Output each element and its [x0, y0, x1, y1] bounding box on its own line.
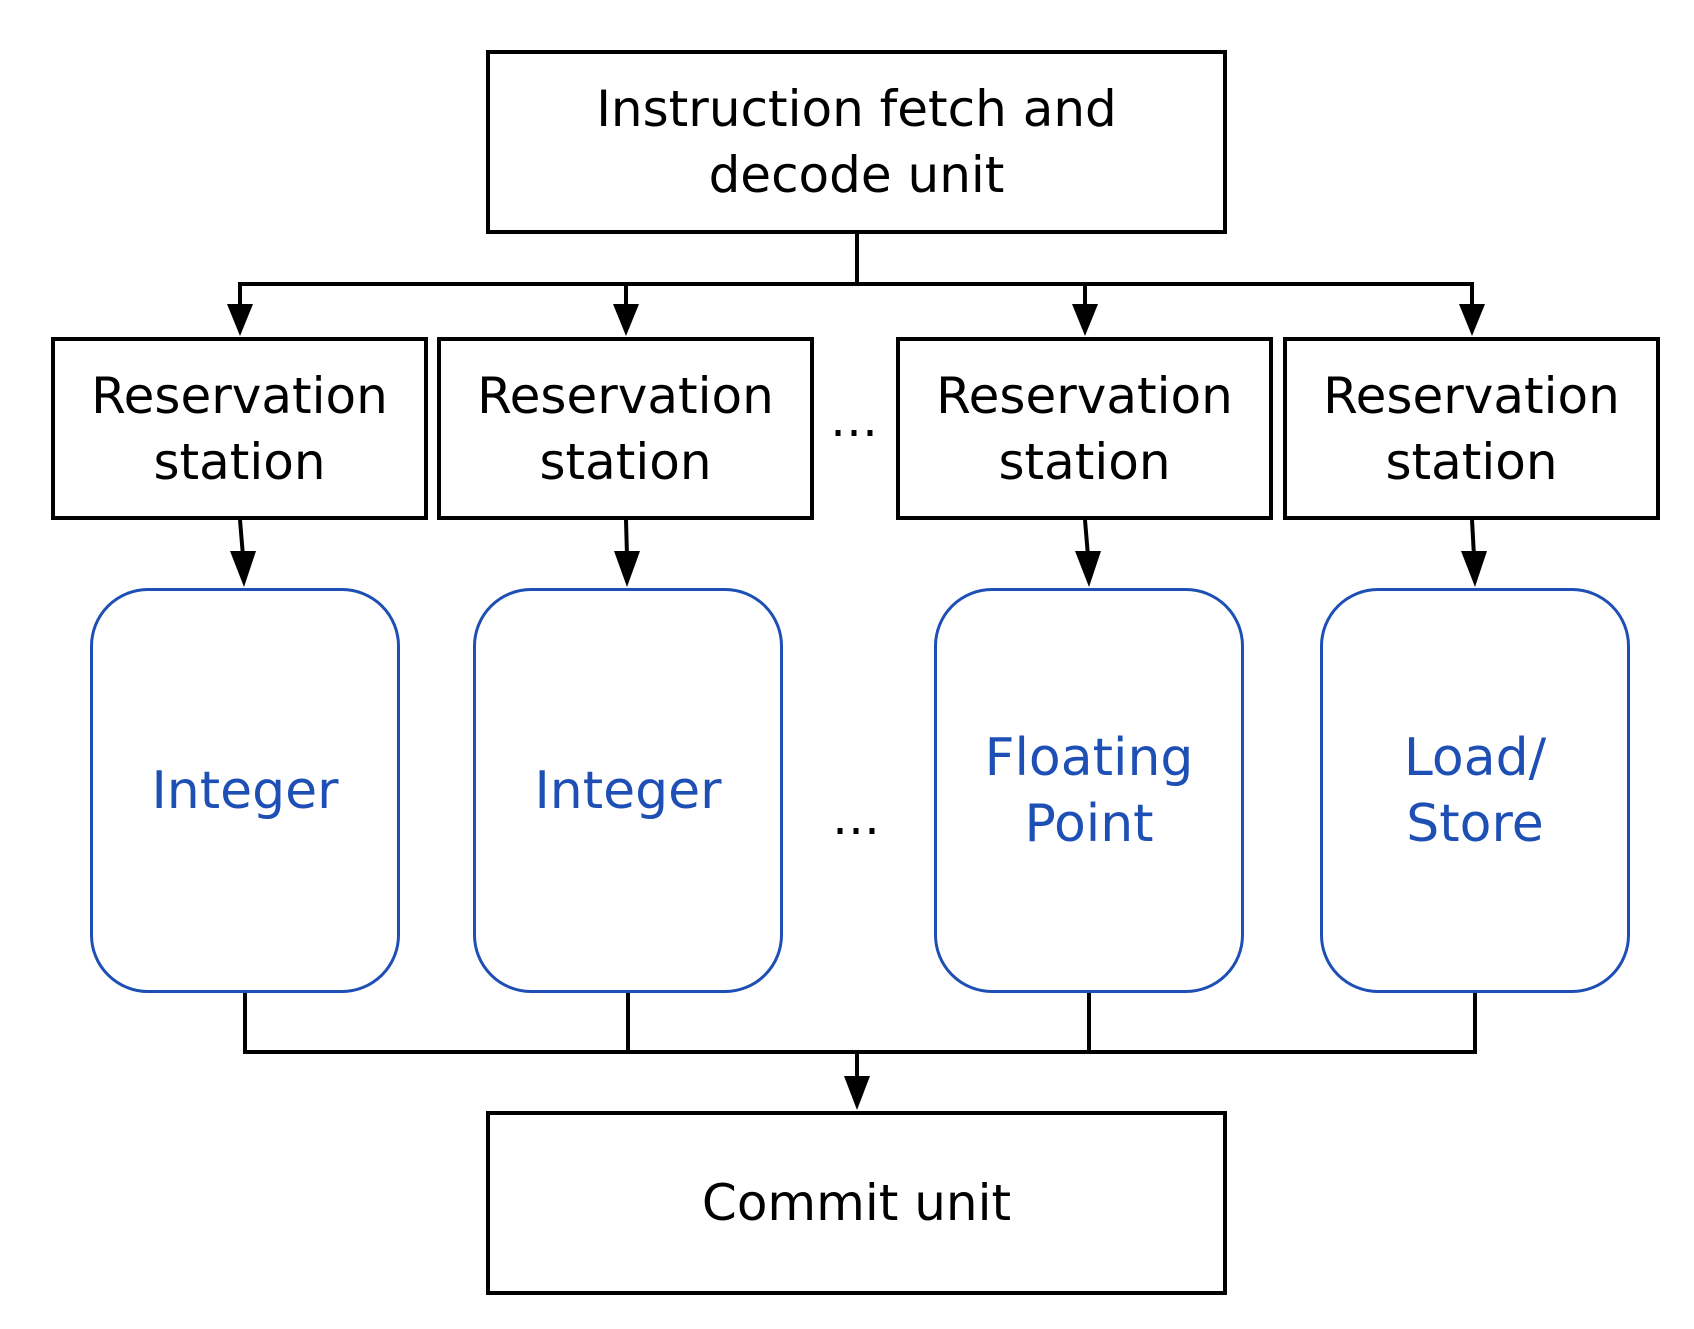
bus-to-rs-4-arrowhead	[1459, 304, 1485, 336]
fetch-unit-label-line-2: decode unit	[708, 146, 1005, 204]
functional-unit-2-label-line-1: Integer	[534, 760, 722, 821]
functional-unit-load-store: Load/ Store	[1320, 588, 1630, 993]
functional-unit-3-label-line-1: Floating	[984, 727, 1194, 788]
bus-to-rs-2-arrowhead	[613, 304, 639, 336]
rs-3-to-fu-3-line	[1083, 519, 1090, 557]
reservation-station-3-label-line-1: Reservation	[936, 366, 1233, 425]
reservation-station-1-label-line-2: station	[153, 432, 326, 491]
functional-unit-1-label-line-1: Integer	[151, 760, 339, 821]
bus-to-rs-3-arrowhead	[1072, 304, 1098, 336]
functional-unit-integer-1: Integer	[90, 588, 400, 993]
functional-unit-floating-point: Floating Point	[934, 588, 1244, 993]
commit-unit-label-line-1: Commit unit	[701, 1174, 1012, 1232]
fetch-unit-label-line-1: Instruction fetch and	[596, 80, 1117, 138]
instruction-fetch-decode-unit: Instruction fetch and decode unit	[486, 50, 1227, 234]
rs-2-to-fu-2-line	[624, 519, 629, 557]
reservation-station-4-label: Reservation station	[1323, 363, 1620, 495]
rs-4-to-fu-4-arrowhead	[1461, 551, 1487, 587]
reservation-station-3-label: Reservation station	[936, 363, 1233, 495]
rs-1-to-fu-1-arrowhead	[230, 551, 256, 587]
functional-unit-3-label-line-2: Point	[1024, 793, 1154, 854]
reservation-station-ellipsis: …	[830, 392, 880, 448]
reservation-station-2-label-line-1: Reservation	[477, 366, 774, 425]
functional-unit-4-label-line-2: Store	[1406, 793, 1544, 854]
reservation-station-3: Reservation station	[896, 337, 1273, 520]
commit-unit: Commit unit	[486, 1111, 1227, 1295]
reservation-station-1-label-line-1: Reservation	[91, 366, 388, 425]
functional-unit-4-label-line-1: Load/	[1403, 727, 1547, 788]
functional-unit-3-label: Floating Point	[985, 725, 1194, 857]
rs-1-to-fu-1-line	[238, 519, 245, 557]
functional-unit-integer-2: Integer	[473, 588, 783, 993]
reservation-station-4: Reservation station	[1283, 337, 1660, 520]
reservation-station-2-label-line-2: station	[539, 432, 712, 491]
reservation-station-4-label-line-2: station	[1385, 432, 1558, 491]
reservation-station-1: Reservation station	[51, 337, 428, 520]
reservation-station-2: Reservation station	[437, 337, 814, 520]
rs-2-to-fu-2-arrowhead	[614, 551, 640, 587]
functional-unit-2-label: Integer	[534, 758, 721, 824]
rs-3-to-fu-3-arrowhead	[1075, 551, 1101, 587]
commit-unit-label: Commit unit	[702, 1170, 1011, 1236]
fetch-unit-label: Instruction fetch and decode unit	[596, 76, 1117, 208]
rs-4-to-fu-4-line	[1470, 519, 1476, 557]
reservation-station-3-label-line-2: station	[998, 432, 1171, 491]
reservation-station-4-label-line-1: Reservation	[1323, 366, 1620, 425]
functional-unit-1-label: Integer	[151, 758, 338, 824]
functional-unit-ellipsis: …	[832, 790, 882, 846]
functional-unit-4-label: Load/ Store	[1404, 725, 1546, 857]
reservation-station-2-label: Reservation station	[477, 363, 774, 495]
bus-to-rs-1-arrowhead	[227, 304, 253, 336]
reservation-station-1-label: Reservation station	[91, 363, 388, 495]
bus-to-commit-arrowhead	[844, 1076, 870, 1110]
